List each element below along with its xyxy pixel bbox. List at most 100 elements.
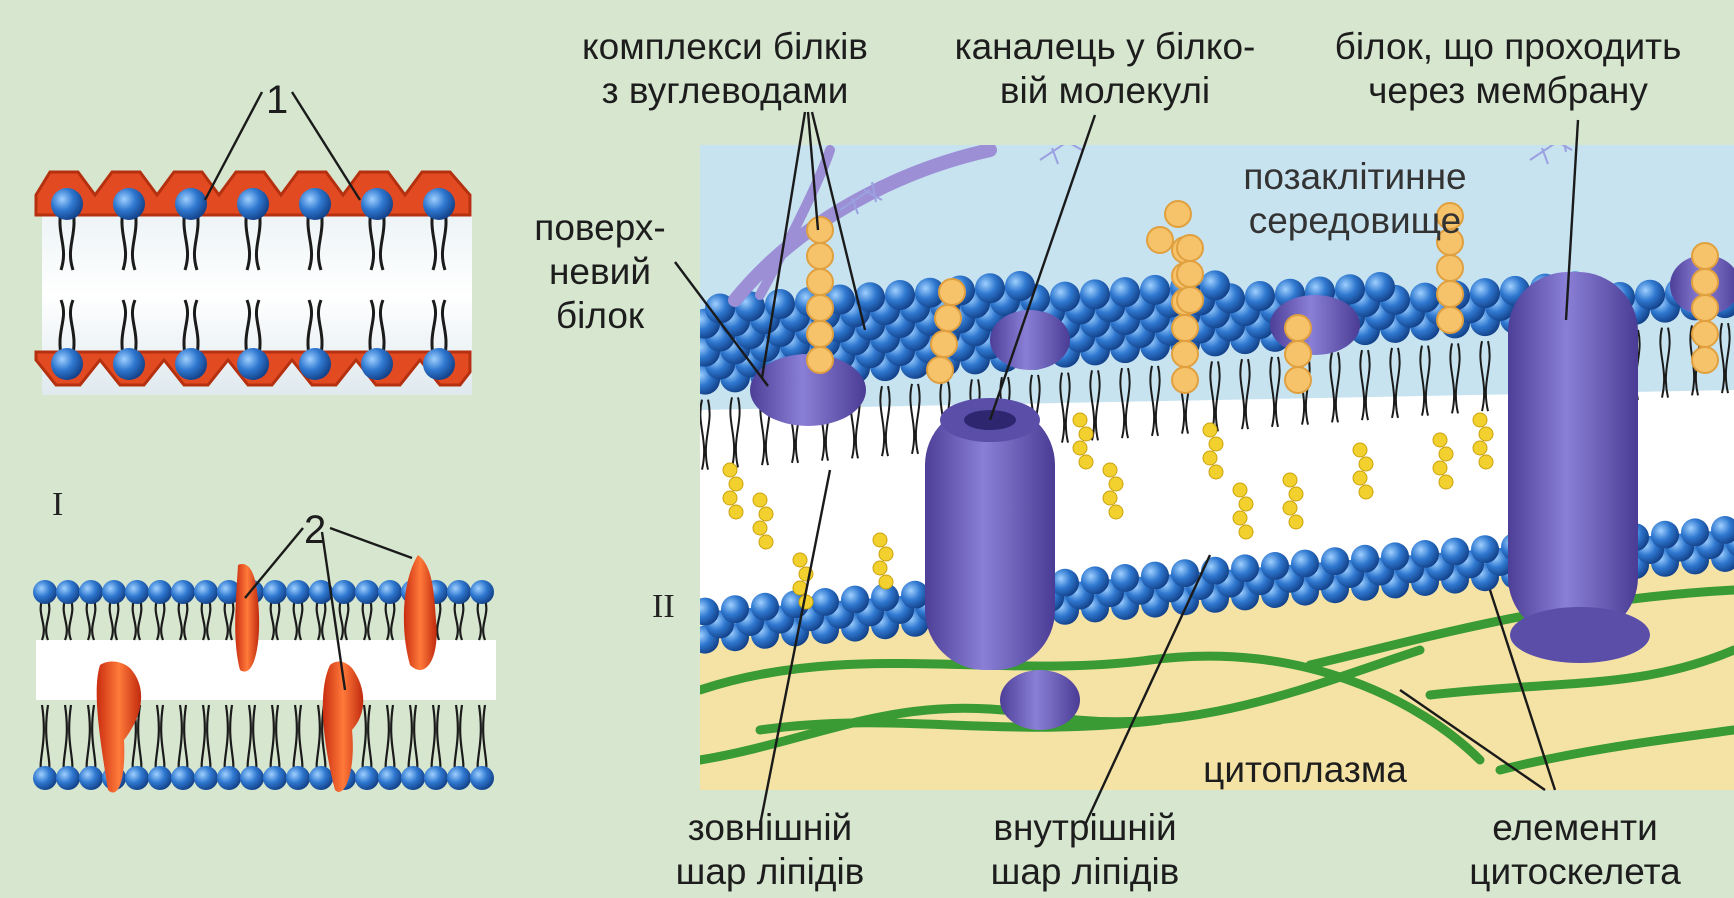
fluid-mosaic-small bbox=[33, 555, 496, 793]
lipid-head bbox=[401, 766, 425, 790]
label-transmembrane-protein: білок, що проходить через мембрану bbox=[1298, 25, 1718, 113]
lipid-head bbox=[1681, 518, 1709, 546]
carbohydrate-bead bbox=[935, 305, 961, 331]
lipid-head bbox=[51, 188, 83, 220]
lipid-head bbox=[1471, 535, 1499, 563]
lipid-head bbox=[113, 348, 145, 380]
lipid-head bbox=[286, 766, 310, 790]
carbohydrate-bead bbox=[1437, 255, 1463, 281]
sandwich-model bbox=[36, 172, 472, 395]
lipid-head bbox=[1245, 281, 1275, 311]
lipid-head bbox=[447, 580, 471, 604]
lipid-head bbox=[721, 595, 749, 623]
carbohydrate-bead bbox=[1692, 347, 1718, 373]
carbohydrate-bead bbox=[1147, 227, 1173, 253]
lipid-head bbox=[1651, 521, 1679, 549]
lipid-head bbox=[1110, 277, 1140, 307]
lipid-head bbox=[1050, 282, 1080, 312]
lipid-head bbox=[79, 766, 103, 790]
lipid-head bbox=[378, 580, 402, 604]
lipid-head bbox=[286, 580, 310, 604]
lipid-head bbox=[361, 188, 393, 220]
carbohydrate-bead bbox=[807, 295, 833, 321]
label-cytoskeleton: елементи цитоскелета bbox=[1455, 806, 1695, 894]
lipid-head bbox=[1005, 271, 1035, 301]
carbohydrate-bead bbox=[1692, 243, 1718, 269]
lipid-head bbox=[1335, 274, 1365, 304]
label-extracellular: позаклітинне середовище bbox=[1225, 155, 1485, 243]
lipid-head bbox=[1381, 542, 1409, 570]
lipid-head bbox=[299, 348, 331, 380]
lipid-head bbox=[56, 580, 80, 604]
lipid-head bbox=[240, 766, 264, 790]
lipid-head bbox=[51, 348, 83, 380]
carbohydrate-bead bbox=[807, 321, 833, 347]
lipid-head bbox=[148, 766, 172, 790]
lipid-head bbox=[102, 580, 126, 604]
lipid-head bbox=[1141, 562, 1169, 590]
lipid-head bbox=[1321, 547, 1349, 575]
carbohydrate-bead bbox=[1285, 341, 1311, 367]
carbohydrate-bead bbox=[807, 217, 833, 243]
label-surface-protein: поверх- невий білок bbox=[520, 206, 680, 338]
lipid-head bbox=[33, 766, 57, 790]
number-2: 2 bbox=[304, 508, 326, 552]
lipid-head bbox=[217, 766, 241, 790]
carbohydrate-bead bbox=[1172, 341, 1198, 367]
lipid-head bbox=[79, 580, 103, 604]
lipid-head bbox=[361, 348, 393, 380]
lipid-head bbox=[175, 188, 207, 220]
carbohydrate-bead bbox=[1285, 315, 1311, 341]
lipid-head bbox=[1365, 272, 1395, 302]
lipid-head bbox=[378, 766, 402, 790]
lipid-head bbox=[1231, 554, 1259, 582]
lipid-head bbox=[447, 766, 471, 790]
label-outer-lipid-layer: зовнішній шар ліпідів bbox=[645, 806, 895, 894]
lipid-head bbox=[470, 766, 494, 790]
lipid-head bbox=[423, 188, 455, 220]
carbohydrate-bead bbox=[807, 243, 833, 269]
lipid-head bbox=[423, 348, 455, 380]
lipid-head bbox=[309, 766, 333, 790]
lipid-head bbox=[1351, 545, 1379, 573]
lipid-head bbox=[263, 580, 287, 604]
lipid-head bbox=[1051, 569, 1079, 597]
carbohydrate-bead bbox=[1285, 367, 1311, 393]
lipid-head bbox=[237, 188, 269, 220]
lipid-head bbox=[125, 766, 149, 790]
lipid-head bbox=[1171, 559, 1199, 587]
lipid-head bbox=[125, 580, 149, 604]
lipid-head bbox=[765, 289, 795, 319]
carbohydrate-bead bbox=[807, 269, 833, 295]
lipid-head bbox=[885, 280, 915, 310]
lipid-head bbox=[148, 580, 172, 604]
lipid-head bbox=[1261, 552, 1289, 580]
lipid-head bbox=[1441, 538, 1469, 566]
lipid-head bbox=[751, 593, 779, 621]
lipid-head bbox=[811, 588, 839, 616]
lipid-head bbox=[975, 273, 1005, 303]
lipid-head bbox=[1201, 557, 1229, 585]
lipid-head bbox=[470, 580, 494, 604]
lipid-head bbox=[175, 348, 207, 380]
lipid-head bbox=[1410, 283, 1440, 313]
carbohydrate-bead bbox=[1177, 261, 1203, 287]
lipid-head bbox=[841, 586, 869, 614]
carbohydrate-bead bbox=[1437, 281, 1463, 307]
label-cytoplasm: цитоплазма bbox=[1175, 748, 1435, 792]
panel-label-ii: II bbox=[652, 588, 675, 626]
lipid-head bbox=[171, 580, 195, 604]
carbohydrate-bead bbox=[931, 331, 957, 357]
lipid-head bbox=[299, 188, 331, 220]
lipid-head bbox=[691, 598, 719, 626]
lipid-head bbox=[1080, 279, 1110, 309]
panel-label-i: I bbox=[52, 486, 63, 524]
carbohydrate-bead bbox=[1692, 269, 1718, 295]
lipid-head bbox=[194, 766, 218, 790]
number-1: 1 bbox=[266, 78, 288, 122]
lipid-head bbox=[263, 766, 287, 790]
lipid-head bbox=[424, 766, 448, 790]
carbohydrate-bead bbox=[1437, 307, 1463, 333]
